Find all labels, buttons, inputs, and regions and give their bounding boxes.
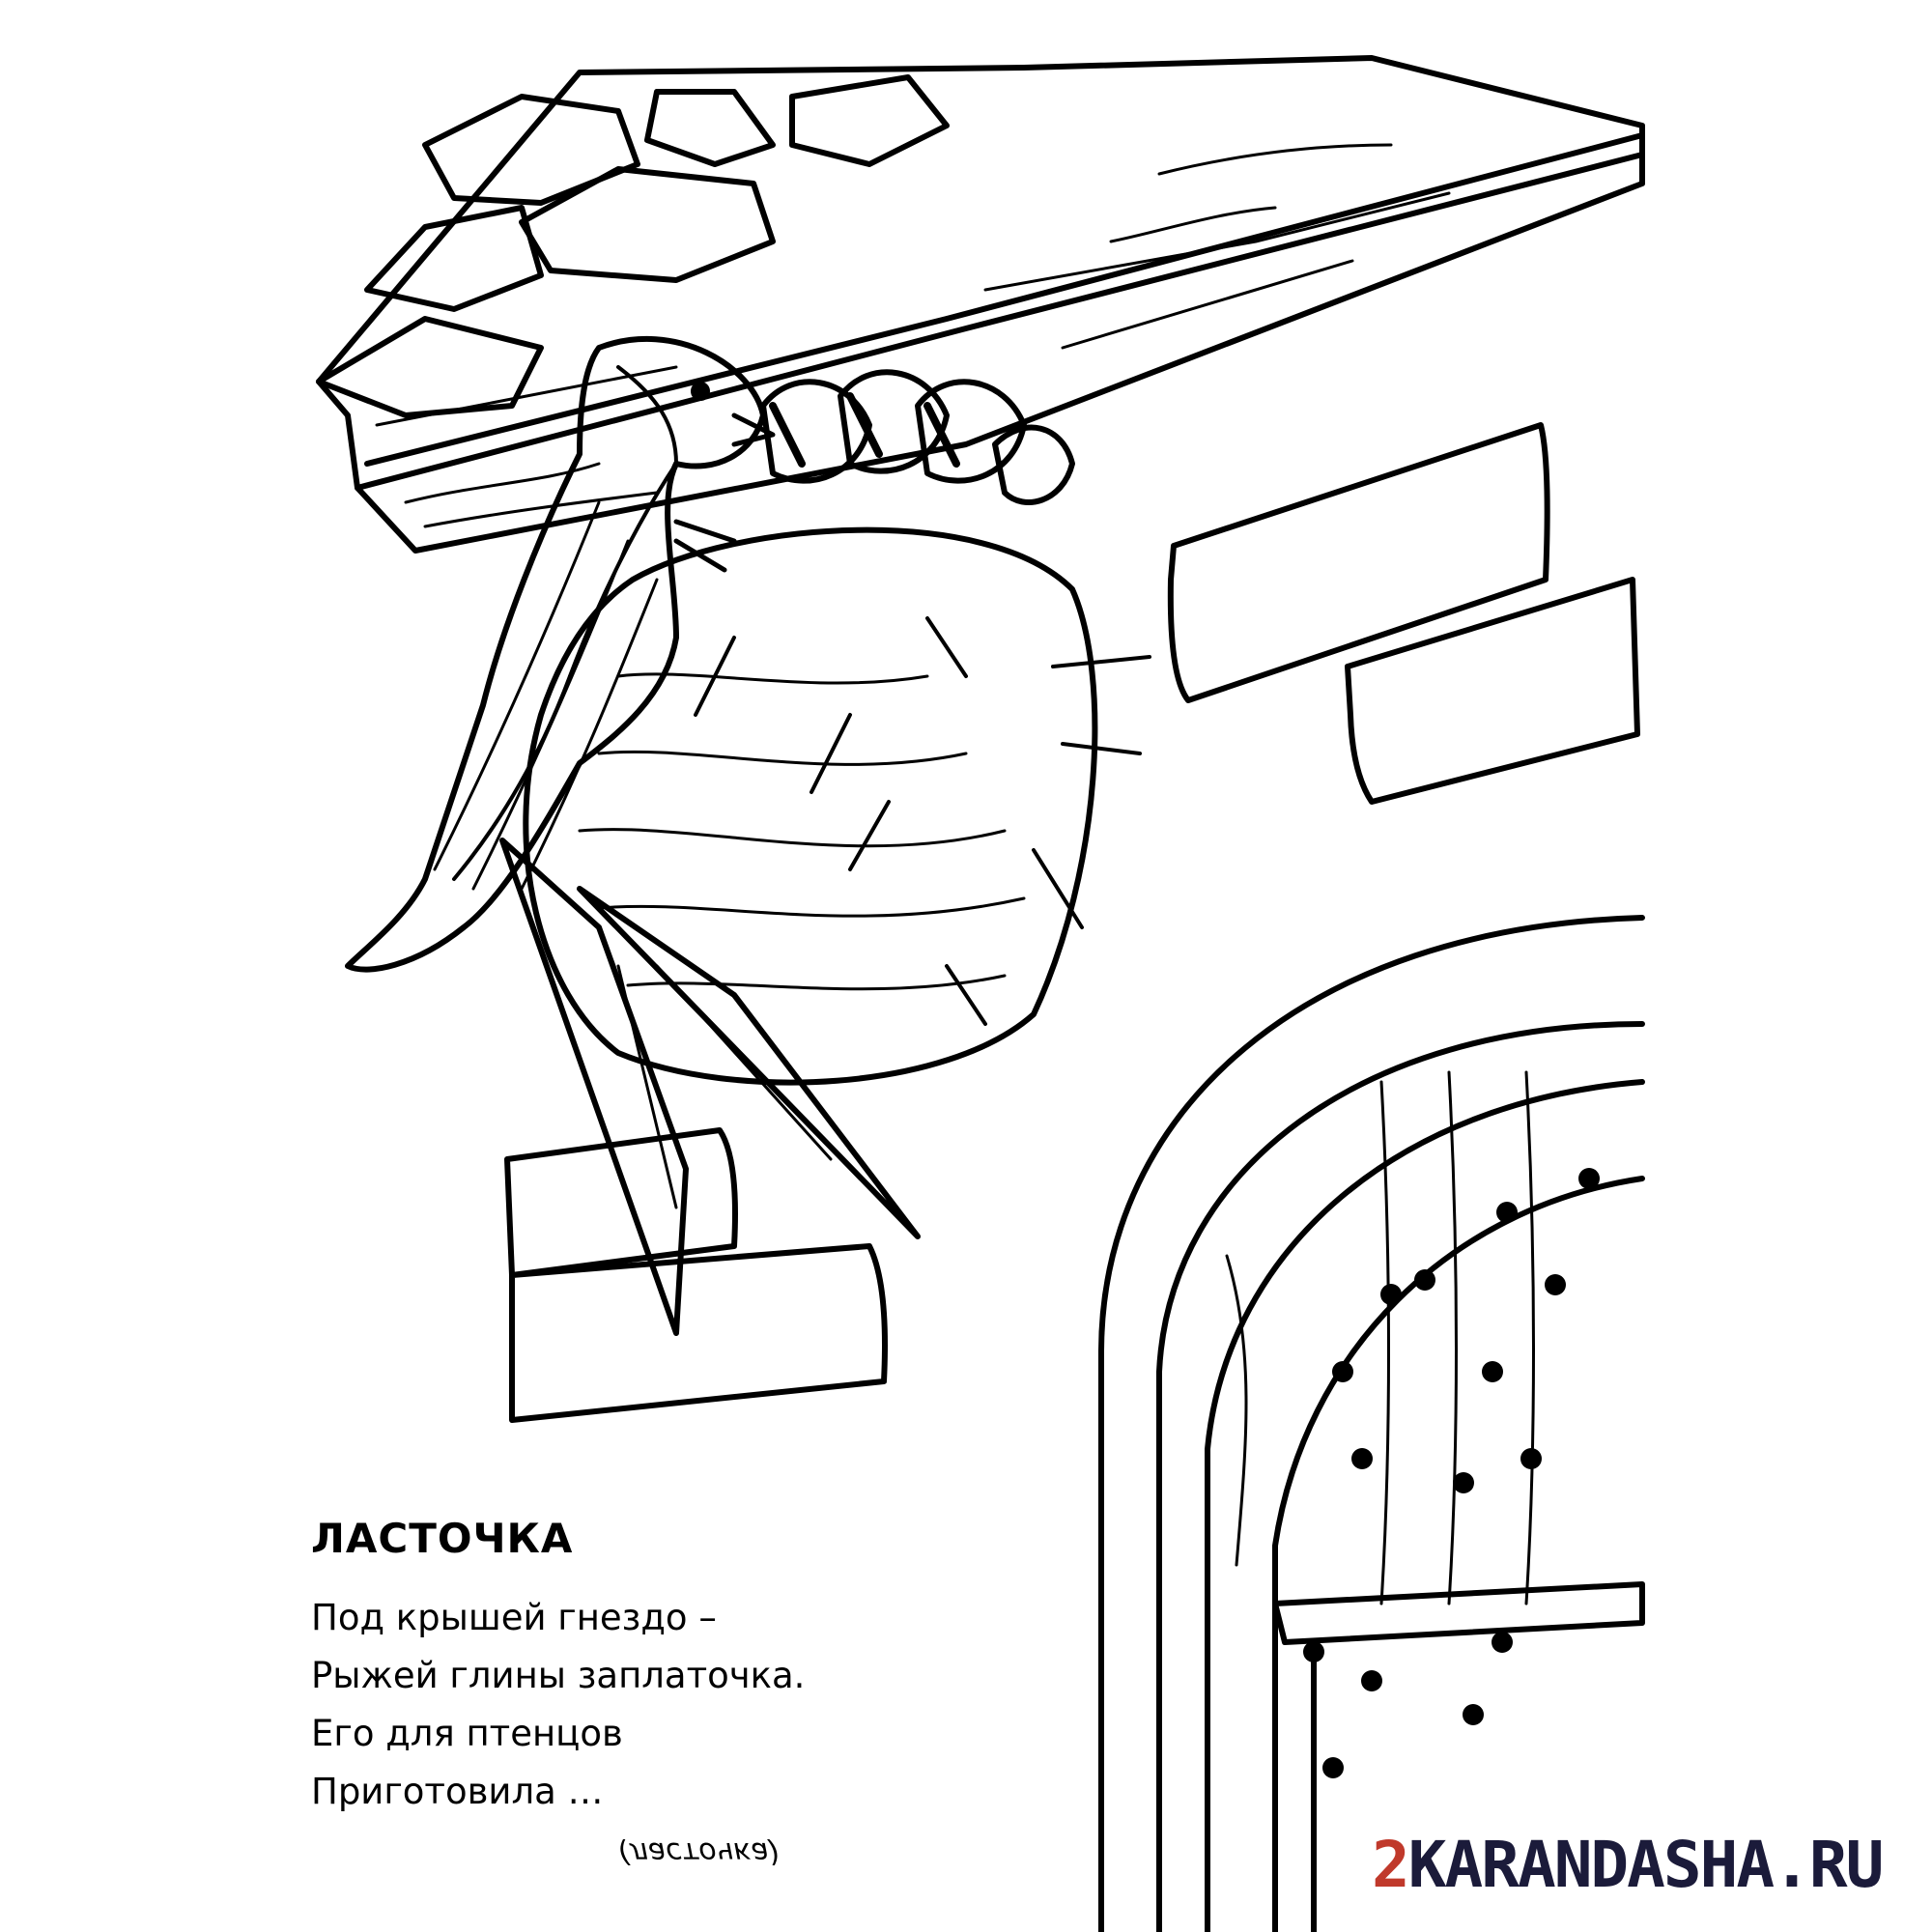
watermark-brand: KARANDASHA.RU <box>1407 1828 1885 1902</box>
site-watermark: 2KARANDASHA.RU <box>1372 1828 1885 1902</box>
poem-line: Приготовила … <box>311 1771 604 1812</box>
roof <box>316 55 1645 554</box>
poem-line: Его для птенцов <box>311 1713 623 1754</box>
poem-title: ЛАСТОЧКА <box>311 1515 574 1562</box>
chicks <box>760 369 1075 505</box>
wall-bricks <box>504 422 1640 1423</box>
poem-line: Под крышей гнездо – <box>311 1597 717 1638</box>
poem-block: ЛАСТОЧКА Под крышей гнездо – Рыжей глины… <box>311 1515 929 1821</box>
watermark-number: 2 <box>1372 1828 1410 1902</box>
nest <box>523 526 1151 1086</box>
poem-line: Рыжей глины заплаточка. <box>311 1655 806 1696</box>
window-studs <box>1303 1168 1600 1778</box>
riddle-answer-upside-down: (ласточка) <box>618 1835 781 1869</box>
swallow <box>345 336 921 1336</box>
window-arch <box>1098 915 1645 1932</box>
